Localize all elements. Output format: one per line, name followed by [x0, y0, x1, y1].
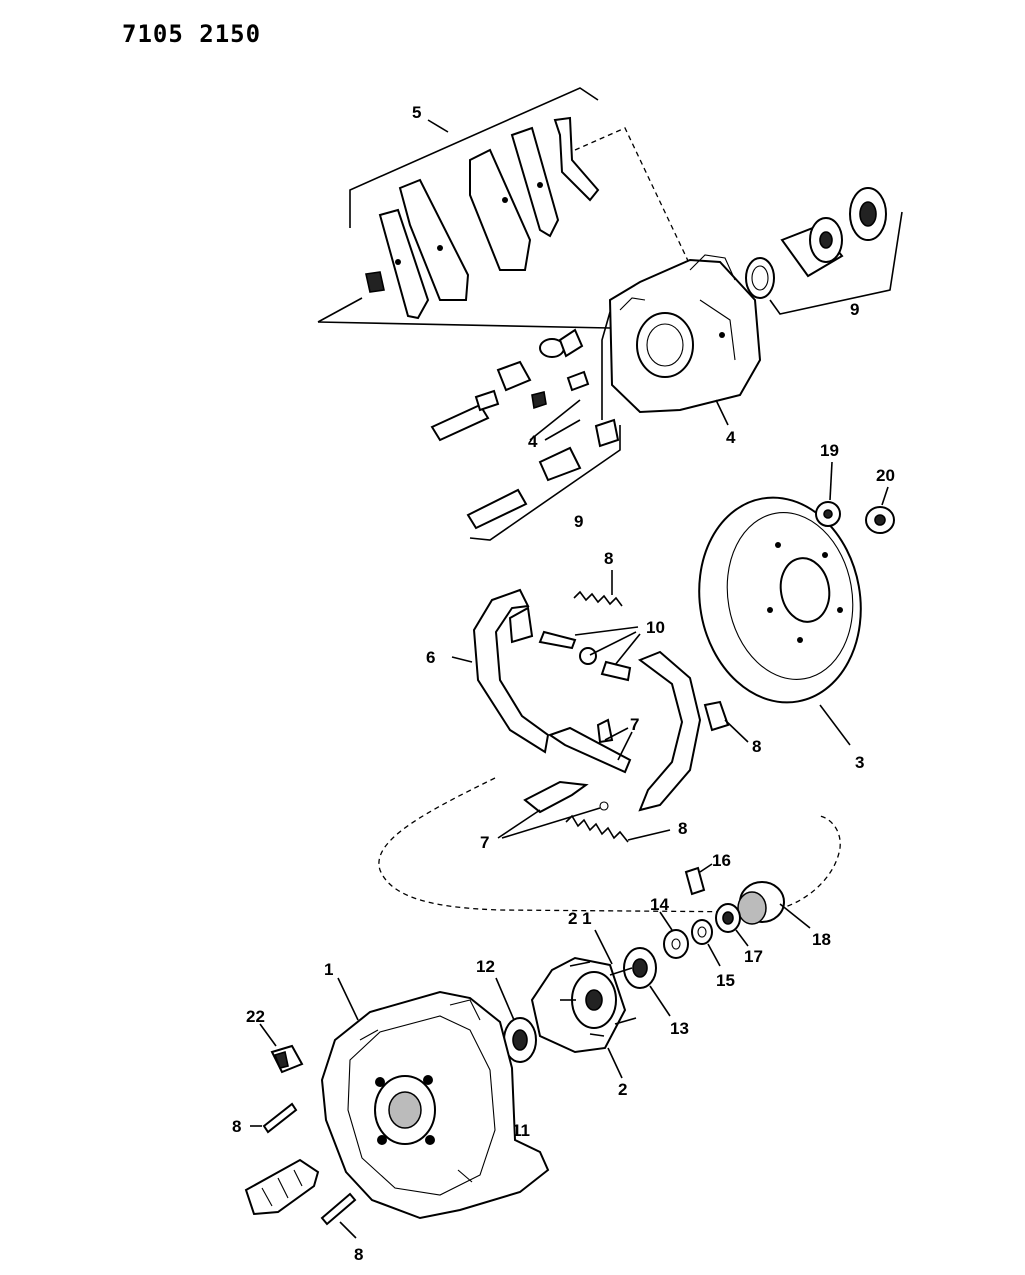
- hub-bearing-group: [465, 863, 811, 1119]
- callout-8-e: 8: [354, 1245, 363, 1264]
- callout-12: 12: [476, 957, 495, 976]
- callout-16: 16: [712, 851, 731, 870]
- diagram-code: 7105 2150: [122, 20, 261, 48]
- callout-11: 11: [512, 1121, 530, 1140]
- caliper-group: [430, 254, 762, 541]
- callout-8-c: 8: [678, 819, 687, 838]
- callout-9-a: 9: [574, 512, 583, 531]
- callout-10: 10: [646, 618, 665, 637]
- callout-6: 6: [426, 648, 435, 667]
- callout-13: 13: [670, 1019, 689, 1038]
- callout-7-a: 7: [630, 715, 639, 734]
- callout-19: 19: [820, 441, 839, 460]
- piston-kit-group: [745, 187, 903, 315]
- callout-22: 22: [246, 1007, 265, 1026]
- callout-4-a: 4: [528, 432, 538, 451]
- callout-17: 17: [744, 947, 763, 966]
- callout-4-b: 4: [726, 428, 736, 447]
- callout-1: 1: [324, 960, 333, 979]
- callout-14: 14: [650, 895, 669, 914]
- backing-plate-group: [244, 977, 550, 1239]
- callout-5: 5: [412, 103, 421, 122]
- callout-8-b: 8: [752, 737, 761, 756]
- brake-pads-group: [317, 87, 691, 329]
- rotor-group: [698, 496, 862, 746]
- callout-9-b: 9: [850, 300, 859, 319]
- callout-2: 2: [618, 1080, 627, 1099]
- callout-18: 18: [812, 930, 831, 949]
- callout-15: 15: [716, 971, 735, 990]
- lug-nuts-group: [815, 461, 895, 534]
- callout-3: 3: [855, 753, 864, 772]
- callout-20: 20: [876, 466, 895, 485]
- callout-7-b: 7: [480, 833, 489, 852]
- parking-brake-shoes-group: [378, 570, 841, 913]
- callout-8-a: 8: [604, 549, 613, 568]
- callout-8-d: 8: [232, 1117, 241, 1136]
- callout-21: 2 1: [568, 909, 592, 928]
